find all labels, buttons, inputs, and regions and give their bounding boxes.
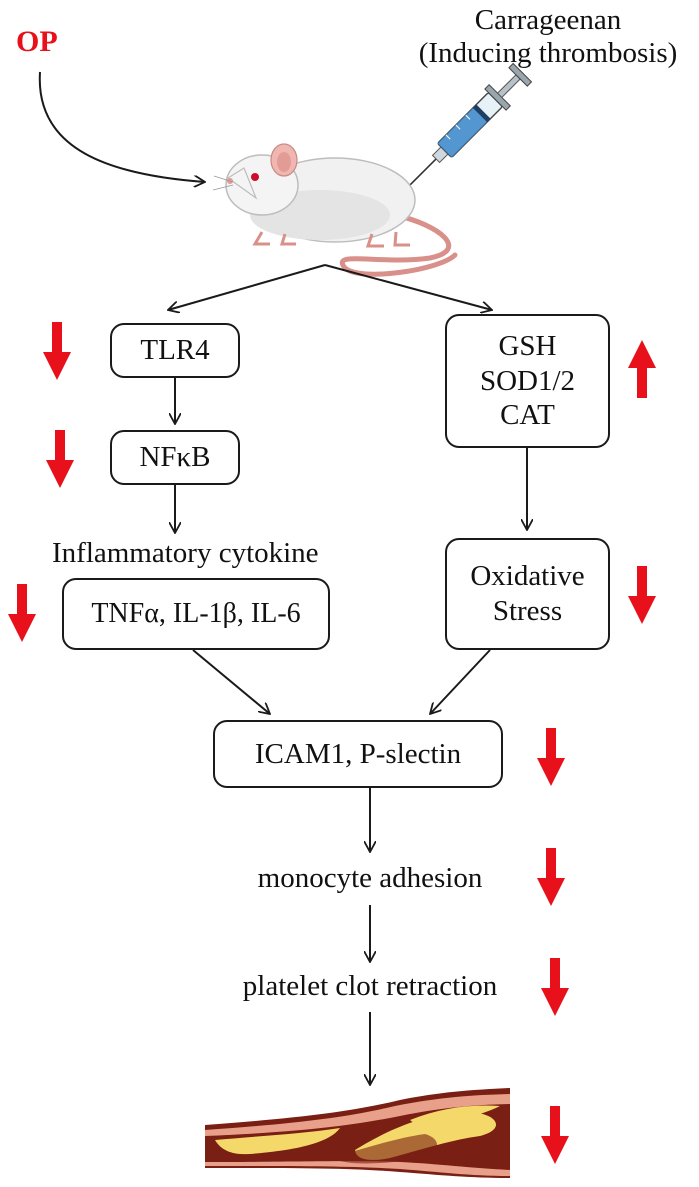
antioxidant-box: GSH SOD1/2 CAT <box>445 314 610 448</box>
mouse-icon <box>212 143 458 277</box>
antioxidant-cat: CAT <box>500 399 555 432</box>
down-arrow-thrombus <box>541 1106 569 1164</box>
cytokines-label: TNFα, IL-1β, IL-6 <box>91 598 301 630</box>
op-arrow <box>38 71 205 182</box>
oxidative-stress-box: Oxidative Stress <box>445 538 610 650</box>
antioxidant-gsh: GSH <box>498 329 557 362</box>
inducer-label: Carrageenan (Inducing thrombosis) <box>398 4 698 71</box>
inducer-line-1: Carrageenan <box>474 4 622 36</box>
nfkb-label: NFκB <box>139 441 211 474</box>
up-arrow-antioxidants <box>628 340 656 398</box>
tlr4-box: TLR4 <box>110 323 240 378</box>
arrow-to-left-branch <box>168 264 326 310</box>
arrow-cytokine-merge <box>192 649 270 714</box>
stress-line-1: Oxidative <box>470 560 585 593</box>
clot-retraction-label: platelet clot retraction <box>242 970 498 1002</box>
syringe-icon <box>398 62 533 197</box>
monocyte-adhesion-label: monocyte adhesion <box>257 862 483 894</box>
arrow-stress-merge <box>430 649 491 714</box>
antioxidant-sod: SOD1/2 <box>479 364 576 397</box>
cytokine-heading: Inflammatory cytokine <box>52 537 319 569</box>
adhesion-molecules-box: ICAM1, P-slectin <box>213 720 503 788</box>
treatment-label: OP <box>16 25 58 58</box>
down-arrow-nfkb <box>46 430 74 488</box>
blood-vessel-icon <box>205 1088 510 1178</box>
tlr4-label: TLR4 <box>140 334 210 367</box>
arrow-to-right-branch <box>324 264 492 310</box>
nfkb-box: NFκB <box>110 430 240 485</box>
adhesion-molecules-label: ICAM1, P-slectin <box>254 737 462 770</box>
down-arrow-tlr4 <box>43 322 71 380</box>
down-arrow-cytokines <box>8 584 36 642</box>
stress-line-2: Stress <box>492 595 563 627</box>
down-arrow-stress <box>628 566 656 624</box>
cytokines-box: TNFα, IL-1β, IL-6 <box>62 578 330 650</box>
down-arrow-adhesion-molecules <box>537 728 565 786</box>
inducer-line-2: (Inducing thrombosis) <box>418 37 678 70</box>
